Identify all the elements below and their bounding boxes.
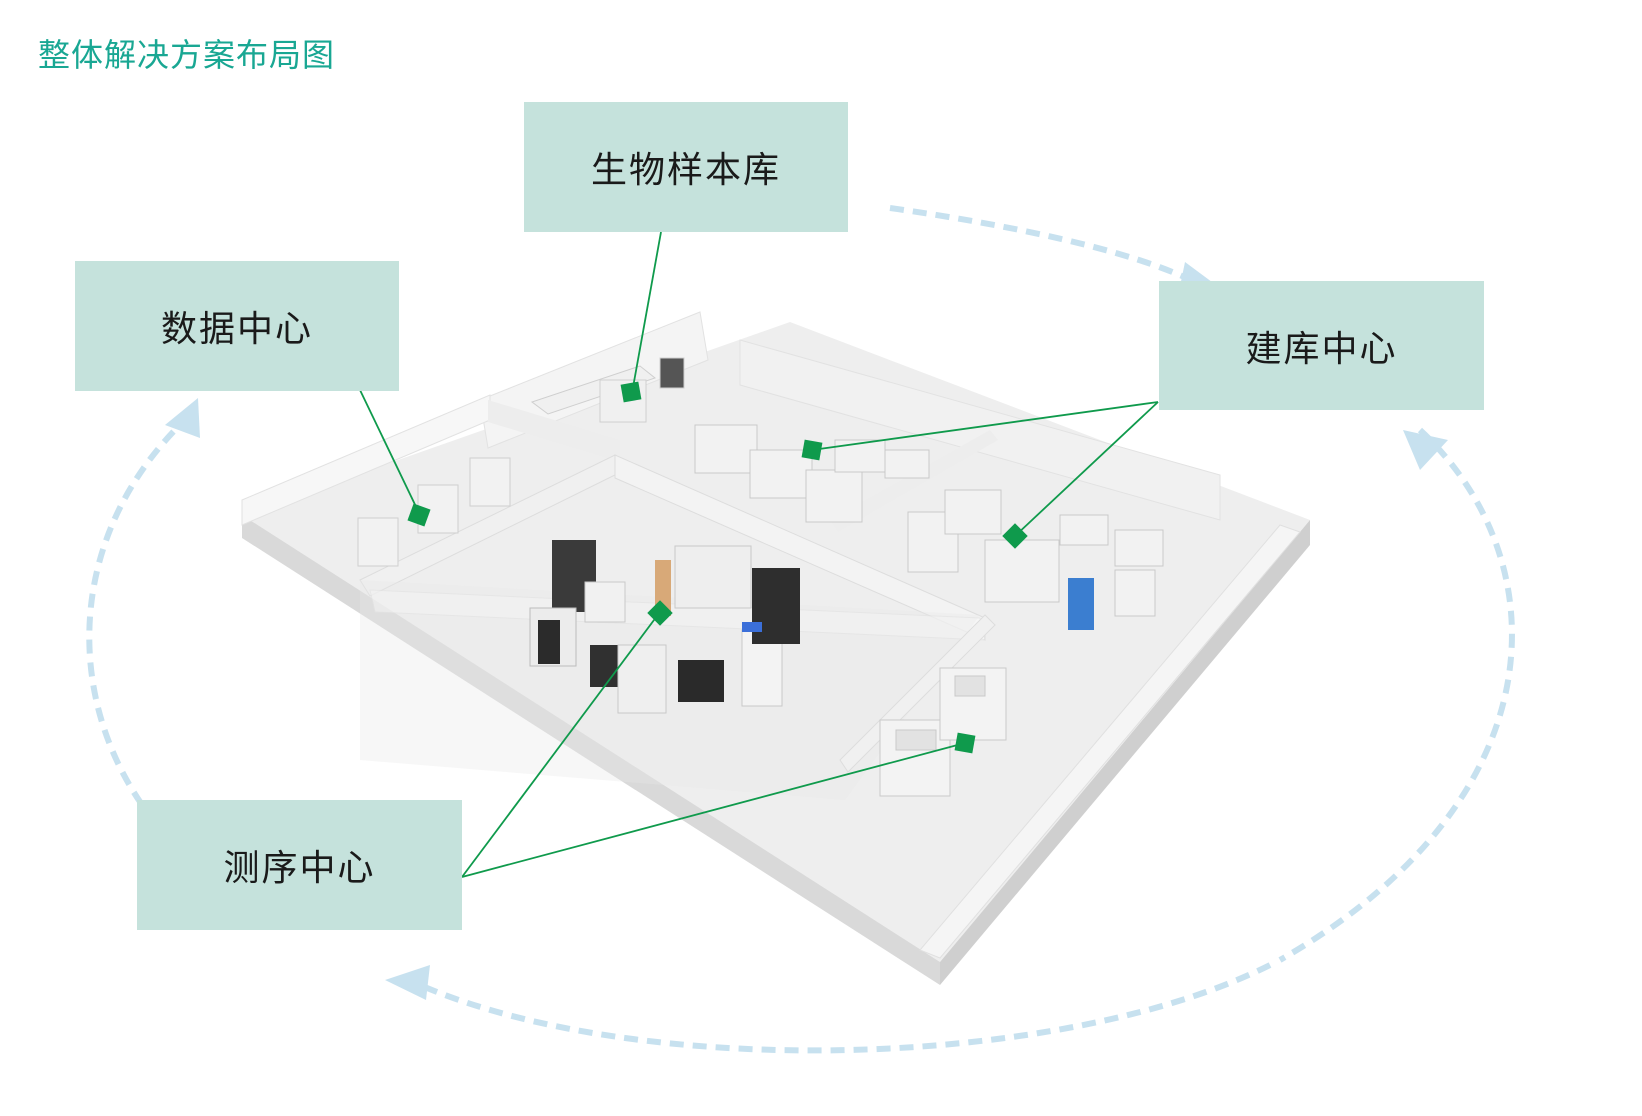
connector-markers — [407, 381, 1028, 754]
slab-front-left — [242, 515, 940, 985]
marker-data-center — [407, 503, 431, 527]
connector-lines — [359, 231, 1159, 878]
outer-wall-right — [919, 524, 1301, 959]
label-library-center: 建库中心 — [1159, 281, 1484, 410]
cycle-arrow-bottom — [418, 962, 1272, 1054]
arrowhead-right — [1403, 430, 1448, 470]
label-data-center: 数据中心 — [75, 261, 399, 391]
biobank-equipment — [530, 357, 685, 423]
cycle-flow — [86, 205, 1515, 1054]
connector-library-1 — [811, 401, 1159, 451]
partition-biobank — [488, 400, 620, 462]
arrowhead-bottom — [385, 965, 430, 1000]
cycle-arrow-left — [86, 417, 188, 843]
page-title: 整体解决方案布局图 — [38, 36, 336, 74]
partition-qc-room — [839, 614, 996, 773]
partition-front-sequencing — [360, 580, 980, 800]
marker-biobank — [620, 381, 642, 403]
partition-library — [830, 430, 998, 532]
cycle-arrow-right — [1278, 427, 1515, 963]
label-biobank: 生物样本库 — [524, 102, 848, 232]
label-sequencing-center: 测序中心 — [137, 800, 462, 930]
qc-equipment — [879, 667, 1007, 797]
marker-sequencing-2 — [954, 732, 976, 754]
outer-wall-back — [479, 311, 709, 449]
arrowhead-left — [165, 398, 200, 438]
slab-front-right — [940, 520, 1310, 985]
marker-library-2 — [1002, 523, 1028, 549]
sequencing-equipment — [529, 540, 800, 714]
marker-sequencing-1 — [647, 600, 673, 626]
connector-data-center — [359, 389, 421, 516]
connector-sequencing-2 — [461, 742, 966, 878]
connector-biobank — [631, 231, 662, 394]
marker-library-1 — [801, 439, 823, 461]
cycle-arrow-top — [889, 205, 1197, 285]
library-equipment — [694, 424, 1164, 630]
connector-library-2 — [1014, 401, 1159, 537]
outer-wall-back-right — [739, 339, 1221, 521]
building — [241, 311, 1310, 985]
connector-sequencing-1 — [461, 611, 661, 878]
